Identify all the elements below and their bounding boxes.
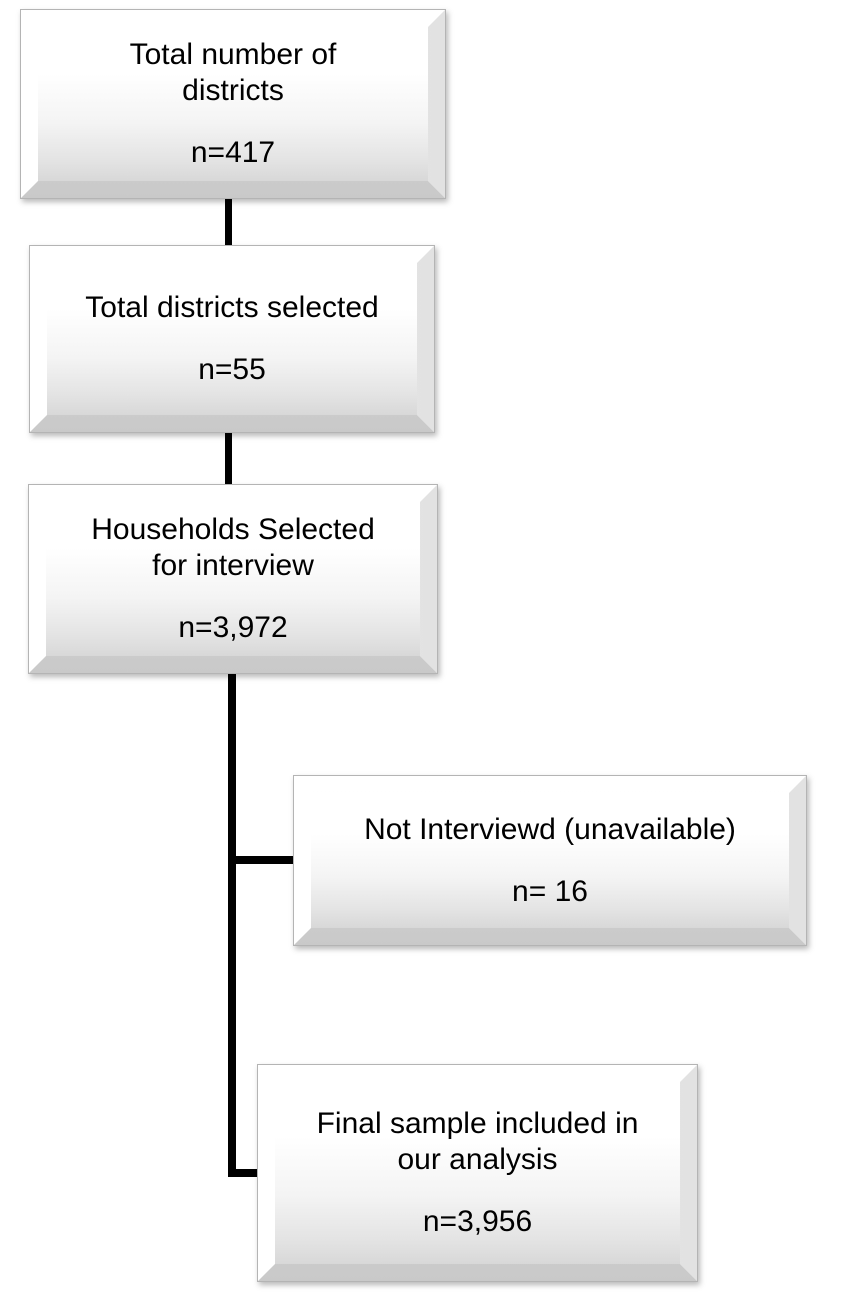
connector-branch-to-final-sample: [228, 1169, 266, 1177]
node-title: Total number of districts: [129, 38, 337, 107]
node-count: n=417: [190, 136, 276, 169]
node-body: Total districts selected n=55: [47, 263, 417, 415]
connector-districts-selected-to-households-selected: [225, 432, 232, 484]
node-households-selected[interactable]: Households Selected for interview n=3,97…: [28, 484, 438, 674]
node-title: Not Interviewd (unavailable): [364, 812, 736, 846]
node-body: Total number of districts n=417: [38, 27, 428, 181]
node-title: Households Selected for interview: [91, 513, 375, 582]
node-title: Total districts selected: [85, 291, 379, 324]
connector-households-trunk: [228, 672, 236, 1177]
connector-total-districts-to-districts-selected: [225, 197, 232, 247]
node-count: n= 16: [512, 874, 588, 908]
node-count: n=3,956: [422, 1205, 533, 1238]
node-body: Households Selected for interview n=3,97…: [46, 502, 420, 656]
node-final-sample[interactable]: Final sample included in our analysis n=…: [257, 1064, 698, 1282]
node-not-interviewed[interactable]: Not Interviewd (unavailable) n= 16: [293, 775, 807, 946]
node-body: Final sample included in our analysis n=…: [275, 1082, 680, 1264]
node-count: n=3,972: [178, 611, 288, 644]
node-count: n=55: [198, 353, 266, 386]
node-districts-selected[interactable]: Total districts selected n=55: [29, 245, 435, 433]
node-total-districts[interactable]: Total number of districts n=417: [20, 9, 446, 199]
node-title: Final sample included in our analysis: [316, 1107, 639, 1176]
connector-branch-to-not-interviewed: [228, 856, 300, 864]
node-body: Not Interviewd (unavailable) n= 16: [311, 793, 789, 928]
